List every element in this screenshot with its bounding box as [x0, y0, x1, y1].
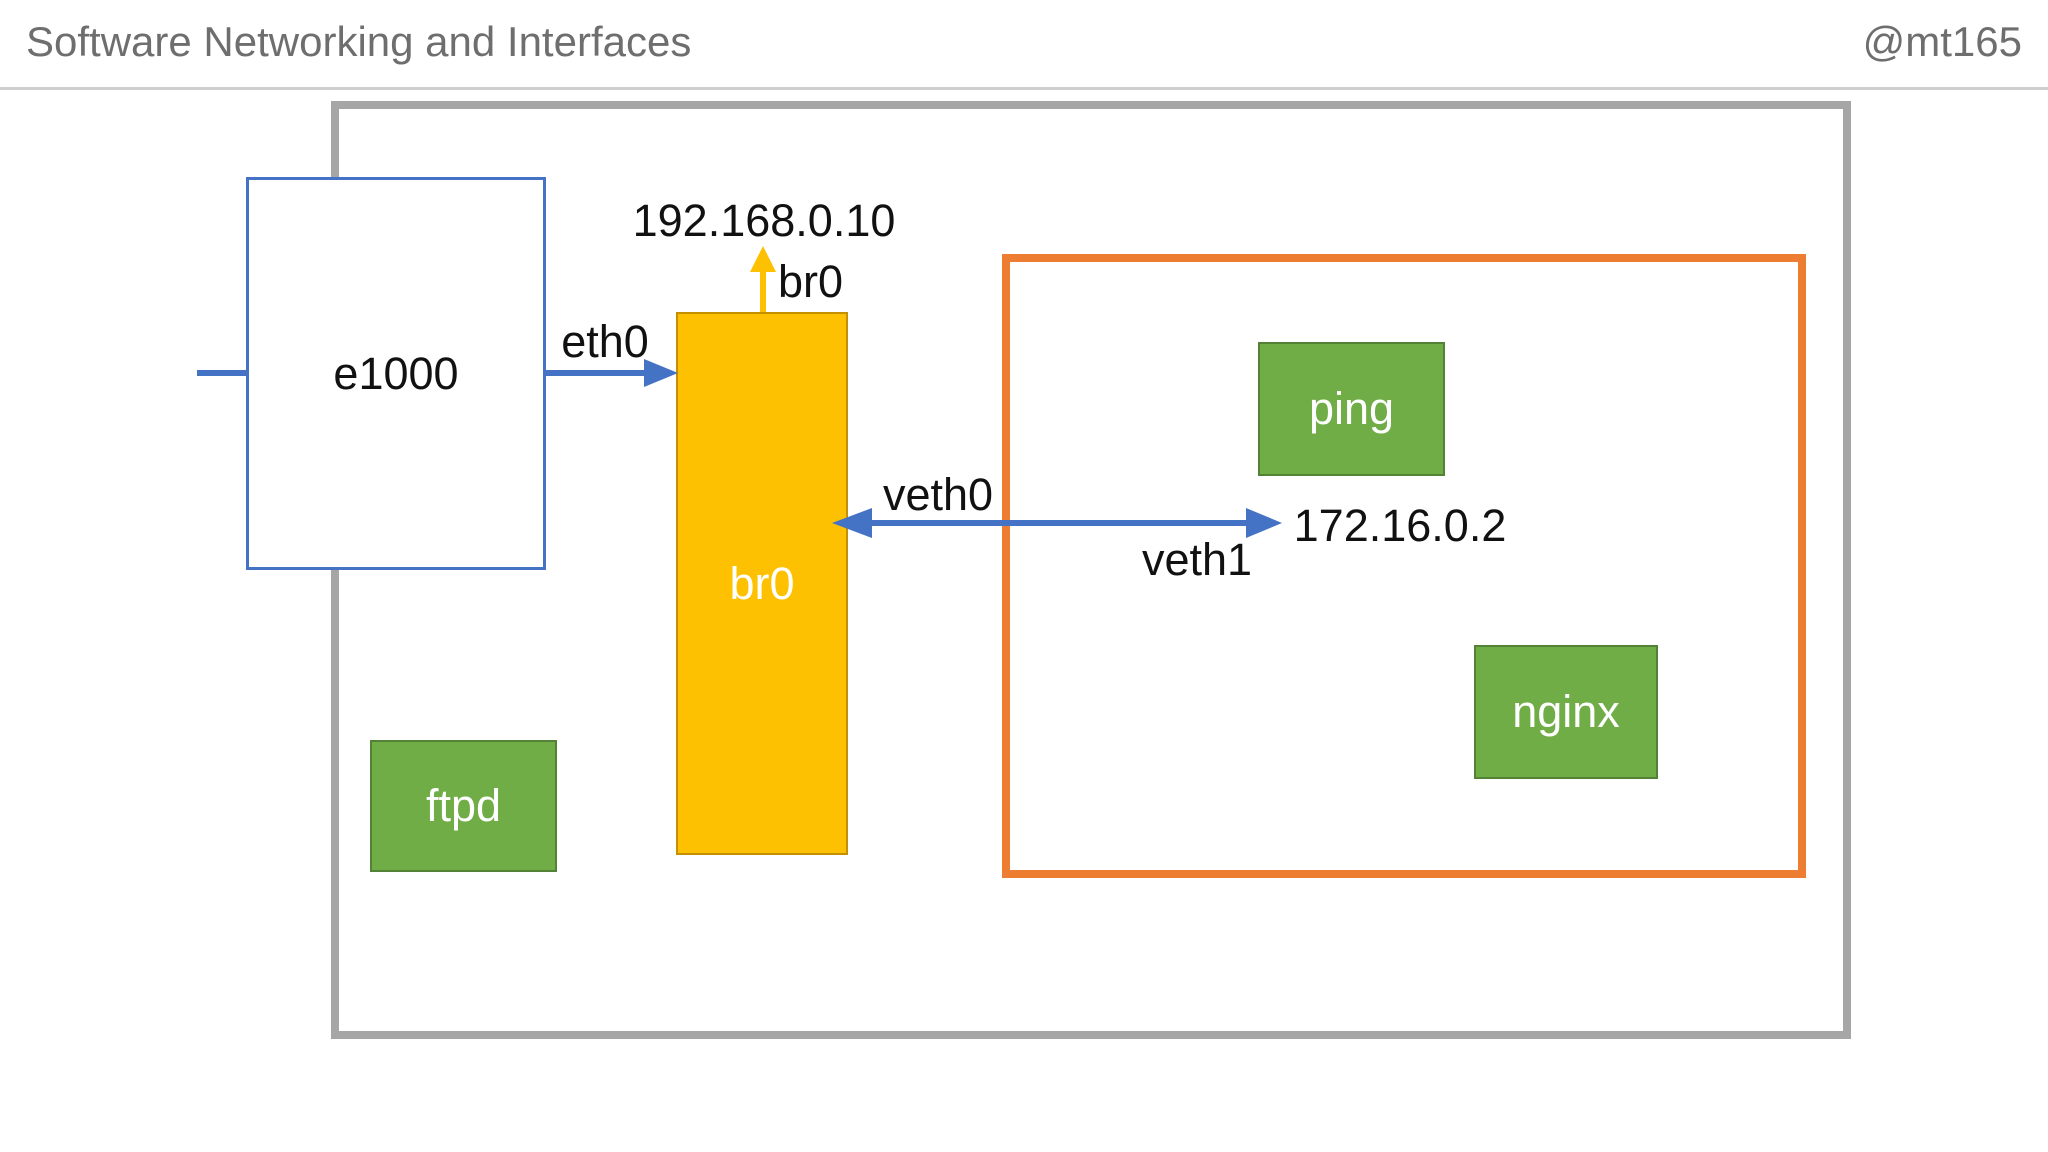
- page-title: Software Networking and Interfaces: [26, 18, 692, 65]
- author-handle: @mt165: [1862, 18, 2022, 65]
- veth1-label: veth1: [1141, 534, 1253, 585]
- veth0-label: veth0: [882, 469, 994, 520]
- header-divider: [0, 87, 2048, 90]
- bridge-port-label: br0: [778, 256, 844, 307]
- nic-box-e1000: e1000: [246, 177, 546, 570]
- ftpd-label: ftpd: [425, 780, 502, 831]
- host-box: [331, 101, 1851, 1039]
- container-ip-label: 172.16.0.2: [1293, 500, 1507, 551]
- nic-label: e1000: [333, 347, 459, 399]
- ping-label: ping: [1308, 383, 1395, 434]
- process-box-ftpd: ftpd: [370, 740, 557, 872]
- bridge-box-br0: br0: [676, 312, 848, 855]
- bridge-label: br0: [729, 557, 795, 609]
- nginx-label: nginx: [1512, 686, 1620, 737]
- bridge-ip-label: 192.168.0.10: [632, 195, 896, 246]
- container-namespace-box: [1002, 254, 1806, 878]
- eth0-label: eth0: [561, 316, 649, 367]
- process-box-nginx: nginx: [1474, 645, 1658, 779]
- process-box-ping: ping: [1258, 342, 1445, 476]
